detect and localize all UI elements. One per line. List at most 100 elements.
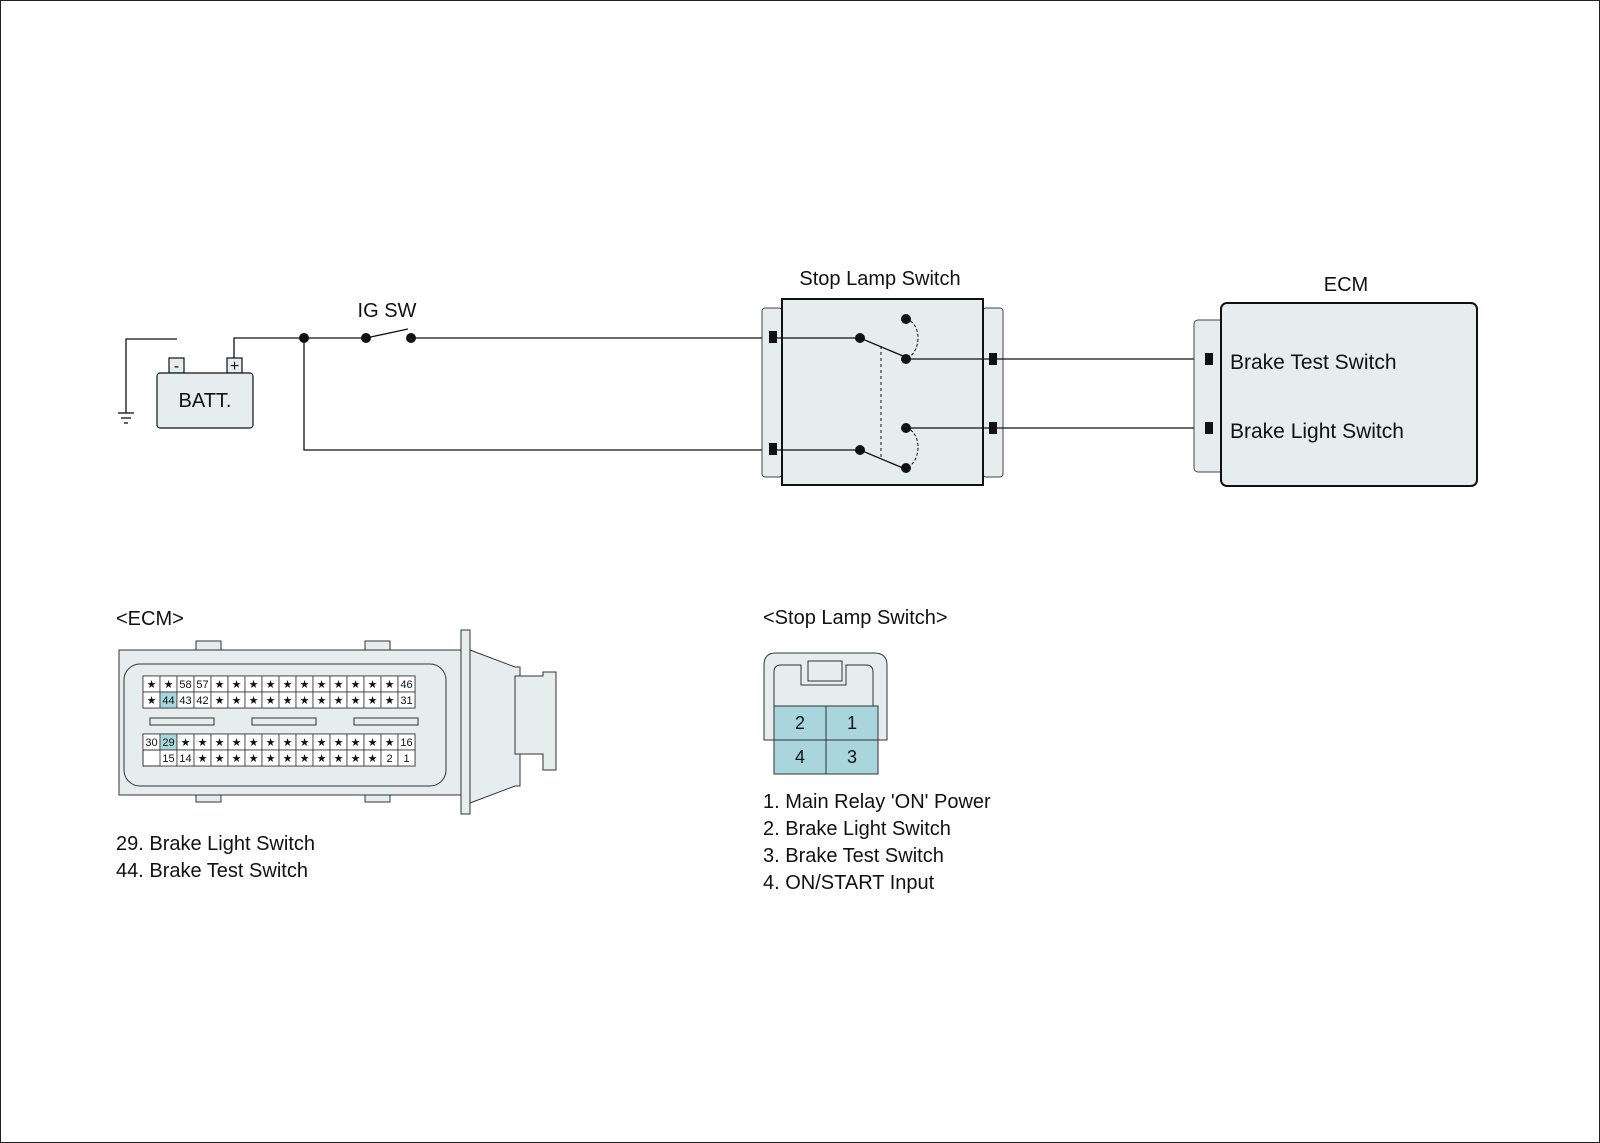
stop-lamp-legend-2: 2. Brake Light Switch	[763, 818, 951, 840]
ecm-pin-label: ★	[232, 753, 242, 765]
stop-lamp-switch-body	[781, 298, 984, 486]
ecm-pin-label: ★	[215, 753, 225, 765]
ecm-pin-cell	[397, 691, 416, 709]
ground-icon	[118, 412, 134, 424]
ecm-pin-label: ★	[351, 737, 361, 749]
ecm-pin-label: ★	[198, 753, 208, 765]
ecm-pin-label: ★	[181, 737, 191, 749]
stop-lamp-switch-title: Stop Lamp Switch	[799, 268, 960, 290]
ecm-pin-label: ★	[334, 737, 344, 749]
ecm-pin-label: 14	[179, 753, 191, 765]
ecm-pin-label: ★	[266, 679, 276, 691]
ecm-pin-label: ★	[300, 753, 310, 765]
ecm-pin-label: 44	[162, 695, 174, 707]
ecm-pin-label: ★	[368, 679, 378, 691]
ecm-title: ECM	[1324, 274, 1368, 296]
ecm-pin-label: 29	[162, 737, 174, 749]
ecm-pin-label: ★	[232, 679, 242, 691]
ecm-pin-label: 2	[386, 753, 392, 765]
battery-label: BATT.	[179, 390, 232, 412]
battery-positive-label: +	[230, 358, 239, 375]
ecm-pin-label: ★	[283, 695, 293, 707]
ground-wire	[125, 338, 177, 413]
stop-lamp-pin-label: 4	[795, 747, 805, 767]
stop-lamp-pin-cell	[825, 705, 879, 741]
ecm-pin-label: ★	[368, 753, 378, 765]
ecm-pin-label: ★	[385, 695, 395, 707]
ecm-pin-label: ★	[334, 679, 344, 691]
ecm-pin-label: ★	[283, 753, 293, 765]
ecm-pin-label: ★	[351, 695, 361, 707]
ecm-connector-title: <ECM>	[116, 608, 184, 630]
ecm-pin-label: 46	[400, 679, 412, 691]
ecm-pin-label: ★	[266, 737, 276, 749]
battery-positive-wire	[233, 337, 366, 358]
ecm-legend-29: 29. Brake Light Switch	[116, 833, 315, 855]
ecm-pin-label: ★	[266, 753, 276, 765]
ig-switch: IG SW	[358, 300, 417, 343]
ecm: ECM Brake Test Switch Brake Light Switch	[1193, 274, 1478, 487]
stop-lamp-pin-cell	[773, 705, 827, 741]
ecm-pin-label: ★	[334, 695, 344, 707]
ecm-pin-label: ★	[147, 695, 157, 707]
stop-lamp-connector-title: <Stop Lamp Switch>	[763, 607, 948, 629]
ecm-pin-label: 58	[179, 679, 191, 691]
ecm-pin-label: 42	[196, 695, 208, 707]
battery-to-switch-wire	[303, 338, 772, 451]
battery-negative-label: -	[174, 358, 179, 375]
stop-lamp-pin-label: 3	[847, 747, 857, 767]
stop-lamp-legend-3: 3. Brake Test Switch	[763, 845, 944, 867]
stop-lamp-legend-1: 1. Main Relay 'ON' Power	[763, 791, 991, 813]
ecm-input-brake-light-switch: Brake Light Switch	[1230, 420, 1404, 443]
ecm-pin-label: ★	[317, 695, 327, 707]
battery: - + BATT.	[118, 338, 254, 429]
battery-body	[156, 372, 254, 429]
stop-lamp-pin-label: 1	[847, 713, 857, 733]
ecm-pin-label: ★	[351, 679, 361, 691]
ecm-pin-label: ★	[385, 679, 395, 691]
ecm-pin-label: ★	[232, 737, 242, 749]
ecm-pin-label: ★	[266, 695, 276, 707]
ecm-pin-label: 31	[400, 695, 412, 707]
ecm-pin-label: 30	[145, 737, 157, 749]
ecm-pin-label: ★	[249, 695, 259, 707]
ecm-pin-label: 1	[403, 753, 409, 765]
ecm-pin-label: ★	[317, 753, 327, 765]
ecm-pin-label: ★	[368, 737, 378, 749]
ecm-pin-label: ★	[249, 753, 259, 765]
ecm-pin-label: 43	[179, 695, 191, 707]
ecm-pin-label: ★	[300, 695, 310, 707]
stop-lamp-pin-cell	[825, 739, 879, 775]
stop-lamp-switch: Stop Lamp Switch	[761, 268, 1004, 486]
ig-switch-label: IG SW	[358, 300, 417, 322]
ecm-pin-label: ★	[215, 679, 225, 691]
ecm-pin-label: ★	[300, 737, 310, 749]
ecm-pin-label: ★	[215, 737, 225, 749]
ecm-pin-label: ★	[300, 679, 310, 691]
ecm-pin-cell	[397, 749, 416, 767]
ecm-legend-44: 44. Brake Test Switch	[116, 860, 308, 882]
ecm-pin-label: ★	[368, 695, 378, 707]
ecm-connector	[1193, 319, 1225, 473]
wire-junction	[299, 333, 309, 343]
ecm-pin-label: ★	[232, 695, 242, 707]
ecm-pin-label: ★	[334, 753, 344, 765]
ecm-pin-label: 16	[400, 737, 412, 749]
ecm-body	[1220, 302, 1478, 487]
ecm-input-brake-test-switch: Brake Test Switch	[1230, 351, 1397, 374]
ecm-pin-label: ★	[283, 679, 293, 691]
ecm-pin-label: 15	[162, 753, 174, 765]
ecm-pin-label: ★	[351, 753, 361, 765]
ecm-pin-label: ★	[215, 695, 225, 707]
stop-lamp-legend-4: 4. ON/START Input	[763, 872, 935, 894]
ecm-pin-label: ★	[283, 737, 293, 749]
ecm-pin-label: ★	[249, 679, 259, 691]
ecm-pin-label: ★	[147, 679, 157, 691]
ecm-pin-label: ★	[164, 679, 174, 691]
ecm-pin-label: ★	[385, 737, 395, 749]
